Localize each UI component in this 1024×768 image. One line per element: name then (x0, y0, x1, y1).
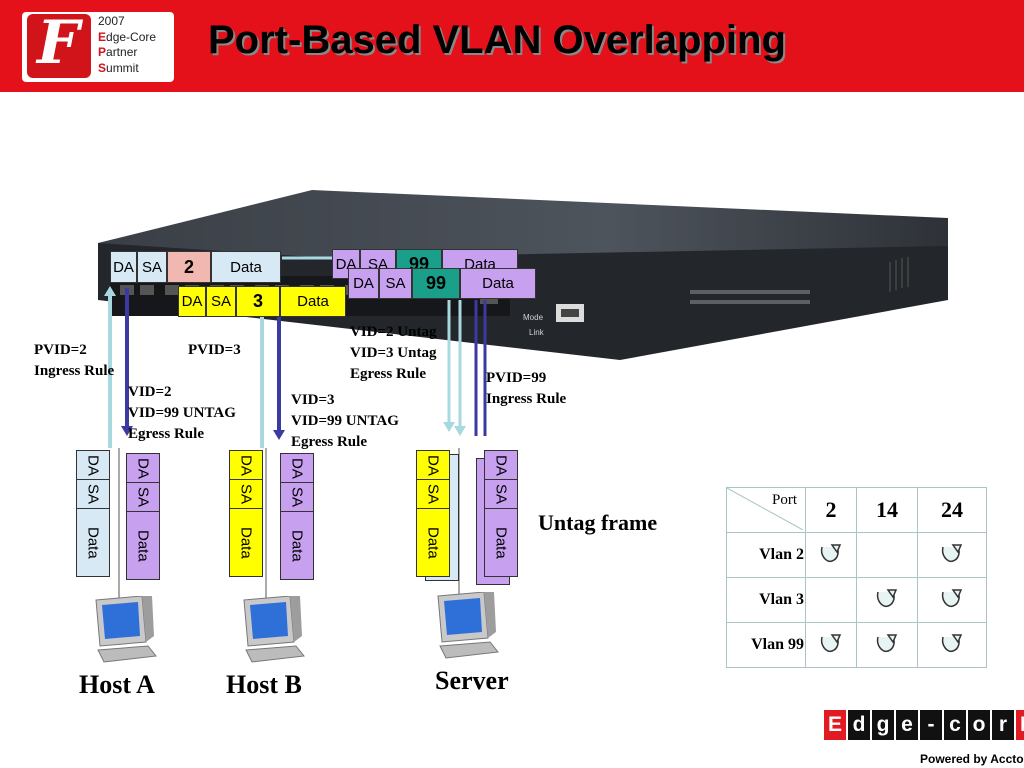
untag-frame-a-out: DA SA Data (126, 453, 160, 580)
member-cell (856, 622, 918, 668)
server-label: Server (435, 666, 509, 695)
summit-e: E (98, 29, 107, 44)
summit-text: 2007 Edge-Core Partner Summit (98, 14, 156, 76)
table-header-row: Port 2 14 24 (726, 487, 987, 533)
frame-a-vid: 2 (167, 251, 211, 283)
host-a-computer-icon (95, 596, 157, 663)
untag-frame-b-in: DA SA Data (229, 450, 263, 577)
frame-srv-vid: 99 (412, 268, 460, 299)
summit-e-rest: dge-Core (106, 29, 157, 44)
corner-diagonal (727, 488, 803, 530)
host-a-label: Host A (79, 670, 155, 699)
server-egress-rule: VID=2 Untag VID=3 Untag Egress Rule (350, 324, 437, 382)
check-arrow-icon (876, 633, 898, 652)
server-computer-icon (437, 592, 499, 659)
server-ingress-rule: PVID=99 Ingress Rule (486, 370, 567, 407)
summit-s-rest: ummit (106, 60, 139, 75)
check-arrow-icon (820, 633, 842, 652)
untag-frame-a-in: DA SA Data (76, 450, 110, 577)
port-header-cell: 24 (917, 487, 987, 533)
host-b-computer-icon (243, 596, 305, 663)
mode-label: Mode (523, 313, 544, 322)
switch-top-surface (98, 190, 948, 262)
check-arrow-icon (941, 588, 963, 607)
host-b-pvid: PVID=3 (188, 342, 241, 358)
host-b-egress-rule: VID=3 VID=99 UNTAG Egress Rule (291, 392, 399, 450)
check-arrow-icon (820, 543, 842, 562)
member-cell (917, 532, 987, 578)
port-header-cell: 2 (805, 487, 857, 533)
switch-front-panel (98, 243, 948, 360)
summit-year: 2007 (98, 14, 125, 28)
frame-a-data: Data (211, 251, 281, 283)
port-header-cell: 14 (856, 487, 918, 533)
untag-frame-b-out: DA SA Data (280, 453, 314, 580)
frame-b-sa: SA (206, 286, 236, 317)
frame-a-sa: SA (137, 251, 167, 283)
untag-frame-label: Untag frame (538, 510, 658, 535)
member-cell (917, 622, 987, 668)
vlan-label: Vlan 3 (726, 577, 806, 623)
frame-a-da: DA (110, 251, 137, 283)
vlan-membership-table: Port 2 14 24 Vlan 2 Vlan 3 Vlan 99 (726, 487, 987, 668)
host-a-egress-rule: VID=2 VID=99 UNTAG Egress Rule (128, 384, 236, 442)
check-arrow-icon (941, 633, 963, 652)
host-b-label: Host B (226, 670, 302, 699)
untag-frame-srv-in: DA SA Data (416, 450, 450, 577)
vlan-label: Vlan 99 (726, 622, 806, 668)
summit-s: S (98, 60, 107, 75)
switch-vents (889, 257, 909, 292)
status-leds (690, 290, 810, 304)
frame-b-data: Data (280, 286, 346, 317)
frame-srv-data: Data (460, 268, 536, 299)
member-cell (856, 532, 918, 578)
member-cell (805, 622, 857, 668)
member-cell (917, 577, 987, 623)
table-row: Vlan 3 (726, 577, 987, 623)
member-cell (856, 577, 918, 623)
table-row: Vlan 2 (726, 532, 987, 578)
summit-p: P (98, 45, 107, 59)
untag-frame-srv-out: DA SA Data (484, 450, 518, 577)
check-arrow-icon (876, 588, 898, 607)
table-corner-cell: Port (726, 487, 806, 533)
host-a-ingress-rule: PVID=2 Ingress Rule (34, 342, 115, 379)
vlan-label: Vlan 2 (726, 532, 806, 578)
frame-srv-da: DA (348, 268, 379, 299)
table-row: Vlan 99 (726, 622, 987, 668)
summit-p-rest: artner (106, 45, 138, 59)
check-arrow-icon (941, 543, 963, 562)
brand-tagline: Powered by Accton (920, 752, 1024, 766)
frame-b-da: DA (178, 286, 206, 317)
link-label: Link (529, 328, 545, 337)
member-cell (805, 532, 857, 578)
page-title: Port-Based VLAN Overlapping (208, 18, 786, 62)
frame-b-vid: 3 (236, 286, 280, 317)
frame-srv-sa: SA (379, 268, 412, 299)
edge-core-f-logo-icon: F (27, 8, 91, 78)
member-cell (805, 577, 857, 623)
